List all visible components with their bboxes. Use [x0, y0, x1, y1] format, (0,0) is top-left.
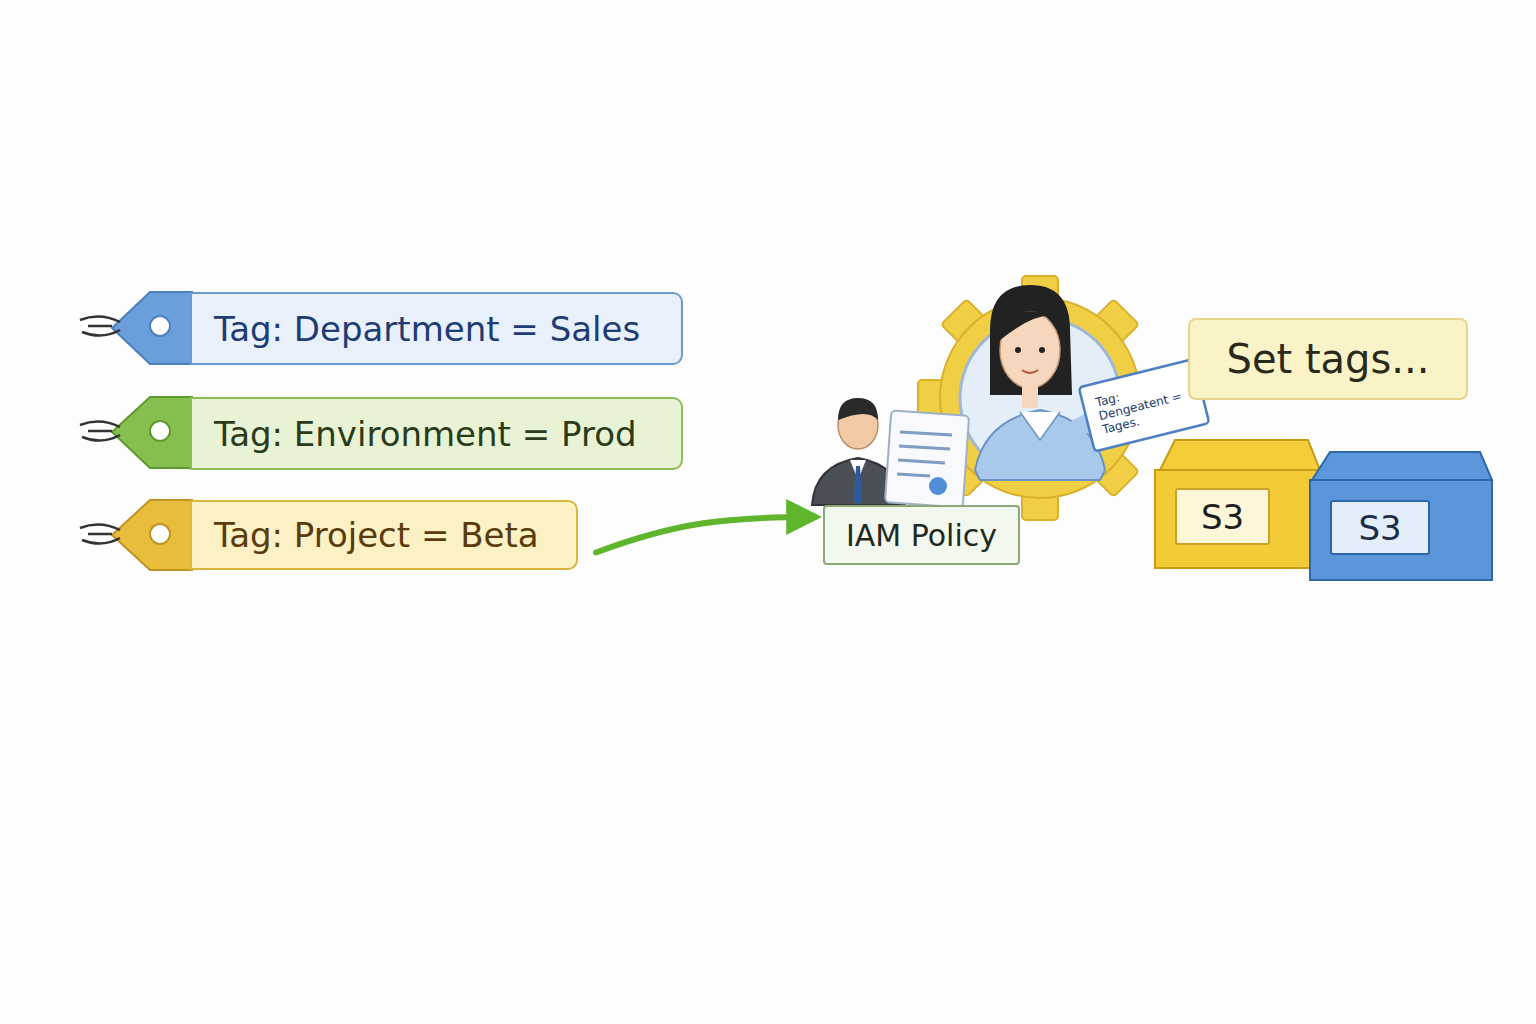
tag-head-yellow-part [80, 524, 120, 543]
tag-label: Tag: Department = Sales [190, 292, 683, 365]
speech-bubble: Set tags... [1188, 318, 1468, 400]
document-icon-part [897, 432, 952, 476]
node-text: Tag: Department = Sales [214, 309, 640, 349]
tag-head-green [80, 397, 192, 468]
businessman-figure-part [838, 398, 878, 420]
woman-figure-part [1015, 347, 1021, 353]
woman-figure-part [998, 311, 1062, 340]
tag-head-blue-part [150, 316, 170, 336]
woman-figure-part [1022, 370, 1038, 373]
tag-head-blue [80, 292, 192, 364]
s3-bin-blue-part [1312, 452, 1492, 480]
s3-bin-yellow-part [1160, 440, 1320, 470]
s3-bin-blue-part [1310, 480, 1492, 580]
s3-bin-yellow [1155, 440, 1320, 568]
woman-figure-part [1022, 386, 1038, 408]
node-text: Set tags... [1227, 336, 1430, 382]
tag-head-green-part [150, 421, 170, 441]
tag-label: Tag: Project = Beta [190, 500, 578, 570]
s3-label: S3 [1330, 500, 1430, 555]
s3-bin-blue [1310, 452, 1492, 580]
s3-bin-yellow-part [1155, 470, 1320, 568]
woman-figure-part [1039, 347, 1045, 353]
tag-head-blue-part [112, 292, 192, 364]
tag-head-yellow [80, 500, 192, 570]
businessman-figure-part [854, 466, 862, 505]
node-text: Tag: Project = Beta [214, 515, 539, 555]
s3-label: S3 [1175, 488, 1270, 545]
tag-head-yellow-part [150, 524, 170, 544]
woman-figure-part [990, 285, 1072, 395]
policy-box: IAM Policy [823, 505, 1020, 565]
tag-head-blue-part [80, 316, 120, 335]
document-icon [885, 410, 969, 507]
document-icon-part [885, 410, 969, 507]
document-icon-part [929, 477, 947, 495]
tag-head-yellow-part [112, 500, 192, 570]
tag-label: Tag: Environment = Prod [190, 397, 683, 470]
woman-figure-part [975, 410, 1105, 480]
node-text: S3 [1201, 497, 1244, 537]
node-text: S3 [1358, 508, 1401, 548]
tag-head-green-part [112, 397, 192, 468]
flow-arrow [596, 517, 815, 553]
tag-head-green-part [80, 421, 120, 440]
node-text: IAM Policy [846, 518, 997, 553]
node-text: Tag: Environment = Prod [214, 414, 637, 454]
